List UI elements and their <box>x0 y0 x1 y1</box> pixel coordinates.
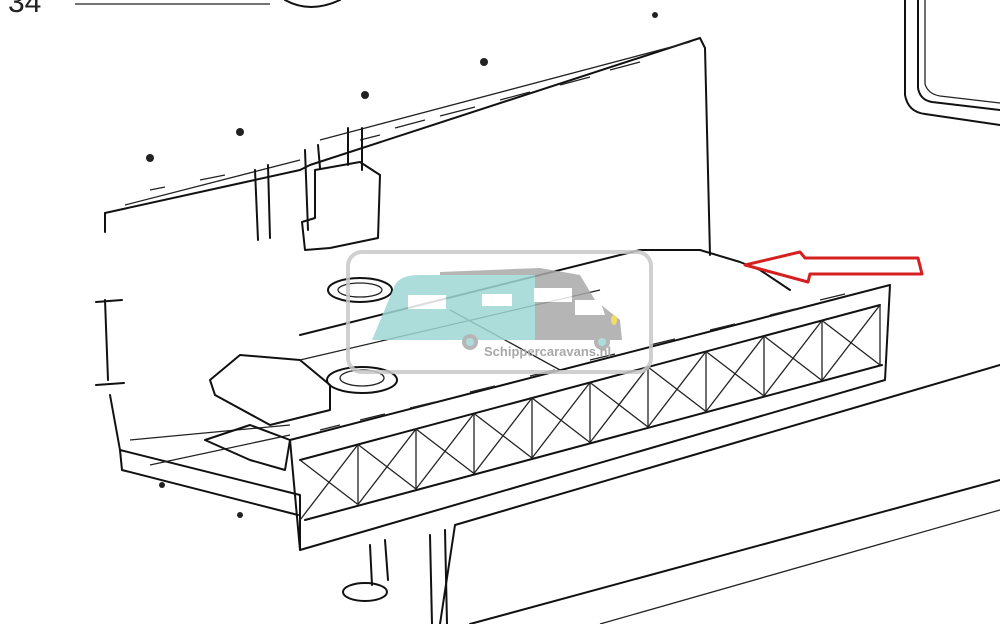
lattice-strut <box>763 320 823 397</box>
lattice-strut <box>415 413 475 490</box>
lattice-strut <box>589 366 649 443</box>
lattice-strut <box>357 428 417 505</box>
part-number-label: 34 <box>8 0 42 19</box>
back-panel <box>95 12 711 451</box>
red-arrow-icon <box>743 250 924 284</box>
lattice-strut <box>531 382 591 459</box>
lattice-strut <box>299 444 359 521</box>
lattice-strut <box>647 351 707 428</box>
caravan-icon <box>372 275 535 340</box>
front-lattice-frame <box>289 284 891 624</box>
lattice-strut <box>473 397 533 474</box>
lattice-crosses <box>299 304 881 521</box>
lower-panel <box>439 364 1000 624</box>
lattice-strut <box>821 304 881 381</box>
watermark-text: Schippercaravans.nl <box>484 344 612 359</box>
watermark-logo <box>346 250 653 374</box>
part-edge <box>284 0 341 8</box>
window-frame-part <box>904 0 1000 126</box>
lattice-strut <box>705 335 765 412</box>
